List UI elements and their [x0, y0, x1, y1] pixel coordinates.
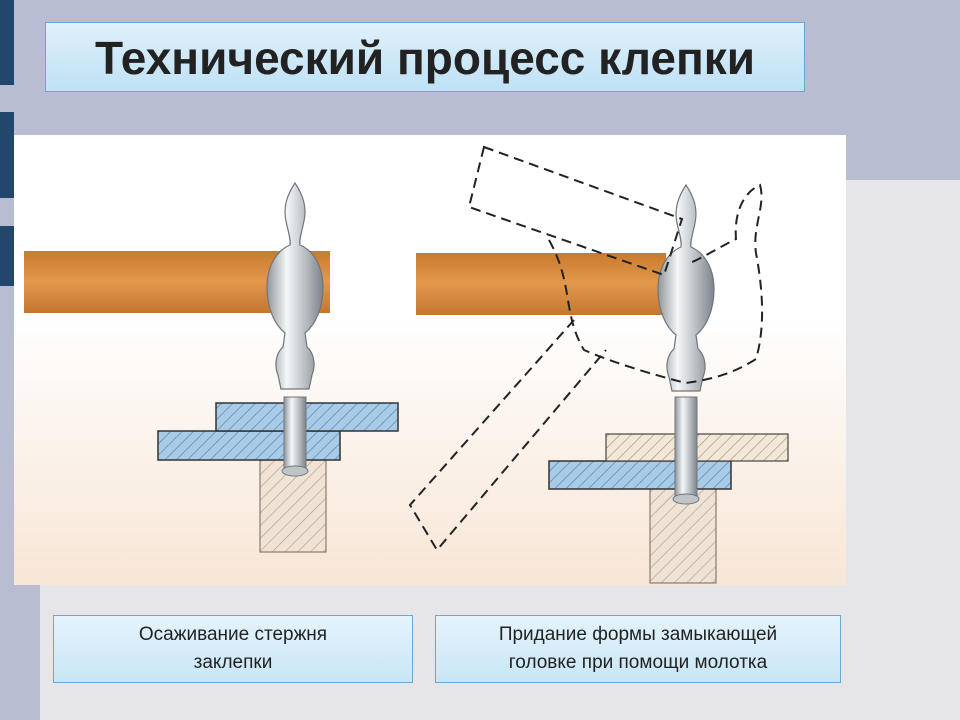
- right-rivet-set-tool: [657, 183, 715, 392]
- left-rivet-set-tool: [266, 181, 324, 390]
- hammer-head-outline: [467, 145, 684, 277]
- slide-title: Технический процесс клепки: [94, 32, 756, 84]
- decorative-bar-top: [0, 0, 14, 85]
- left-rivet-head: [281, 465, 309, 477]
- title-box: [45, 22, 805, 92]
- right-wooden-plank: [416, 253, 666, 315]
- riveting-illustration: [14, 135, 846, 585]
- decorative-bar-middle: [0, 112, 14, 198]
- right-rivet-shank: [674, 396, 698, 500]
- hammer-outline-dashed: [408, 145, 764, 552]
- right-rivet-head: [672, 493, 700, 505]
- left-assembly: [24, 181, 399, 553]
- left-rivet-shank: [283, 396, 307, 470]
- caption-right: Придание формы замыкающей головке при по…: [435, 615, 841, 683]
- right-assembly: [408, 145, 789, 584]
- left-lower-plate: [157, 430, 341, 461]
- right-lower-plate: [548, 460, 732, 490]
- left-upper-plate: [215, 402, 399, 432]
- decorative-bar-lower: [0, 226, 14, 286]
- riveting-diagram: [24, 145, 789, 584]
- caption-left: Осаживание стержня заклепки: [53, 615, 413, 683]
- hammer-body-outline: [548, 183, 764, 385]
- hammer-handle-outline: [408, 319, 607, 552]
